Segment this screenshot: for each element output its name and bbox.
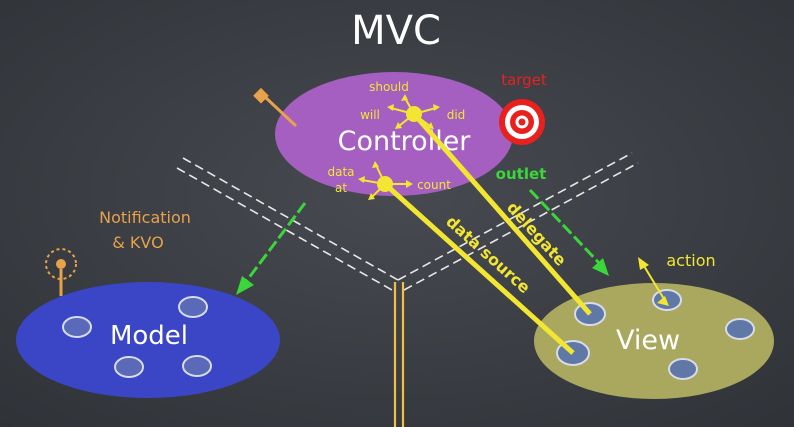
page-title: MVC [351, 8, 441, 54]
label-did: did [447, 108, 466, 122]
controller-antenna-stem [262, 94, 298, 128]
kvo-label: & KVO [112, 233, 163, 252]
solid-divider [393, 282, 405, 427]
outlet-label: outlet [496, 165, 547, 183]
model-objects [62, 296, 212, 378]
model-node [16, 282, 280, 398]
divider-lines [176, 152, 639, 291]
delegate-connection [412, 112, 592, 316]
bullseye-icon [499, 99, 545, 145]
model-label: Model [110, 321, 188, 351]
label-count: count [417, 178, 451, 192]
controller-to-view-outlet-arrow [528, 188, 609, 276]
action-label: action [666, 251, 715, 270]
view-label: View [616, 325, 680, 356]
notification-label: Notification [99, 208, 191, 227]
antenna-icon [45, 248, 77, 296]
label-at: at [335, 181, 347, 195]
label-should: should [369, 80, 409, 94]
label-data: data [327, 165, 354, 179]
label-will: will [360, 108, 380, 122]
controller-node [275, 72, 513, 196]
target-label: target [501, 71, 547, 89]
action-arrow [638, 257, 669, 306]
controller-upper-hub [387, 94, 440, 129]
controller-to-model-arrow [236, 202, 307, 295]
data-source-connection [383, 182, 575, 355]
controller-label: Controller [338, 126, 472, 157]
